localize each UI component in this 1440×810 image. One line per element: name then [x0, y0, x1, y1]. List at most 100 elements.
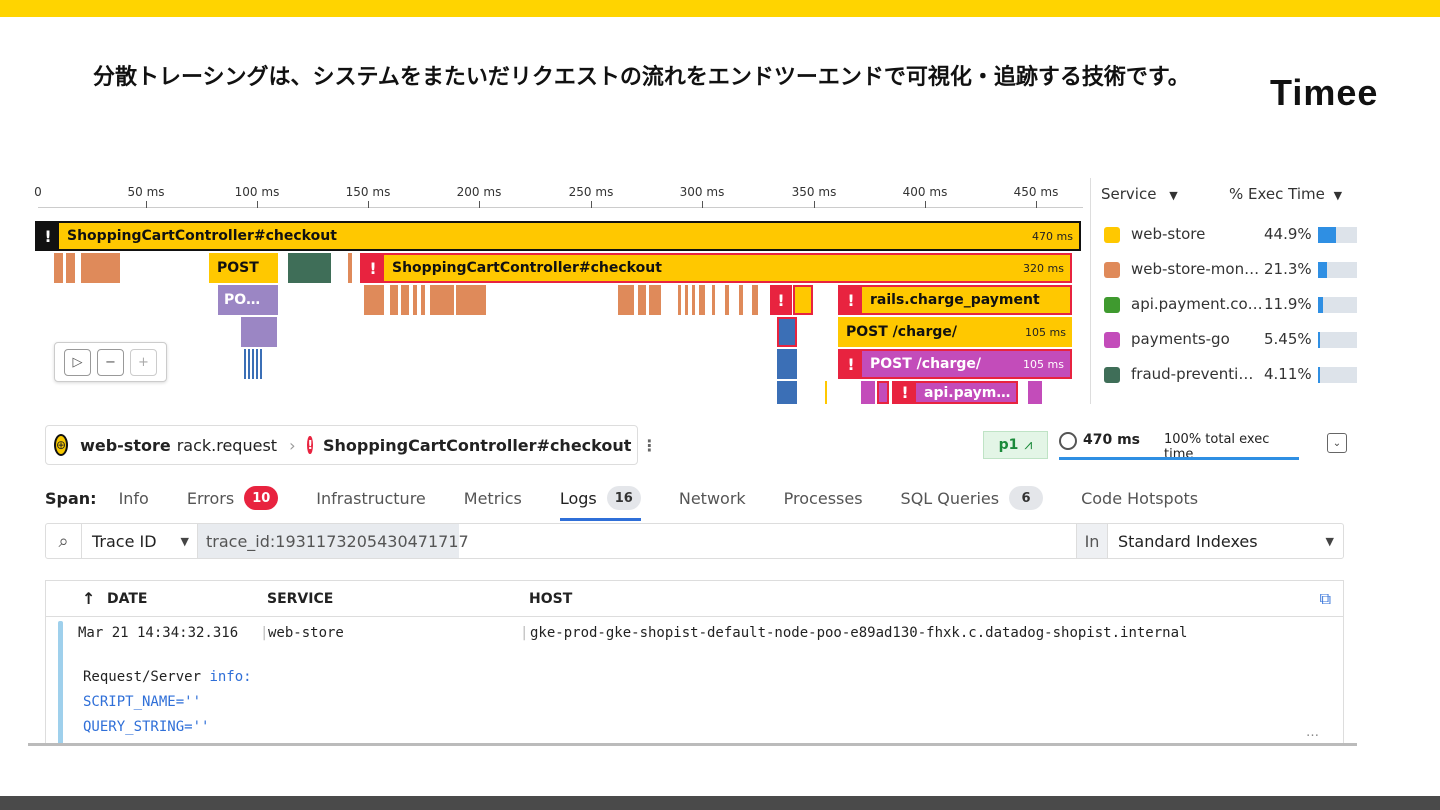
span-block[interactable]: [456, 285, 486, 315]
priority-badge[interactable]: p1⩘: [983, 431, 1048, 459]
span-block[interactable]: [777, 317, 797, 347]
span-duration: 105 ms: [1025, 325, 1066, 339]
tab-info[interactable]: Info: [119, 484, 149, 512]
span-block[interactable]: [81, 253, 120, 283]
span-checkout-child[interactable]: ! ShoppingCartController#checkout 320 ms: [360, 253, 1072, 283]
span-block[interactable]: [241, 317, 277, 347]
fit-view-icon[interactable]: ▷: [64, 348, 91, 376]
tick-label: 300 ms: [679, 185, 725, 199]
legend-row[interactable]: api.payment.co… 11.9%: [1091, 290, 1357, 320]
column-divider: |: [520, 625, 529, 641]
span-block[interactable]: [638, 285, 646, 315]
zoom-out-icon[interactable]: −: [97, 348, 124, 376]
span-block[interactable]: [66, 253, 75, 283]
tab-network[interactable]: Network: [679, 484, 746, 512]
span-block[interactable]: [390, 285, 398, 315]
legend-percent: 11.9%: [1264, 295, 1312, 313]
span-po[interactable]: PO…: [218, 285, 278, 315]
tab-processes[interactable]: Processes: [784, 484, 863, 512]
span-block[interactable]: [793, 285, 813, 315]
legend-row[interactable]: payments-go 5.45%: [1091, 325, 1357, 355]
span-block[interactable]: [260, 349, 262, 379]
span-block[interactable]: [777, 349, 797, 379]
legend-row[interactable]: web-store-mon… 21.3%: [1091, 255, 1357, 285]
span-block[interactable]: [618, 285, 634, 315]
span-block[interactable]: [401, 285, 409, 315]
span-post-charge[interactable]: POST /charge/ 105 ms: [838, 317, 1072, 347]
sort-up-icon[interactable]: ↑: [82, 589, 96, 608]
legend-swatch: [1104, 227, 1120, 243]
span-post[interactable]: POST: [209, 253, 278, 283]
span-block[interactable]: [649, 285, 661, 315]
tab-label: Logs: [559, 488, 597, 508]
span-block[interactable]: [288, 253, 331, 283]
span-block[interactable]: [861, 381, 875, 404]
span-root[interactable]: ! ShoppingCartController#checkout 470 ms: [35, 221, 1081, 251]
search-input[interactable]: trace_id:1931173205430471717: [198, 524, 469, 558]
tab-code-hotspots[interactable]: Code Hotspots: [1081, 484, 1198, 512]
alert-chart-icon: ⩘: [1024, 437, 1033, 453]
legend-percent: 44.9%: [1264, 225, 1312, 243]
tick-mark: [146, 201, 147, 208]
legend-exec-header[interactable]: % Exec Time ▼: [1229, 185, 1342, 203]
error-icon: !: [772, 287, 790, 313]
span-block[interactable]: [421, 285, 425, 315]
column-date[interactable]: DATE: [107, 591, 148, 607]
span-block[interactable]: [413, 285, 417, 315]
tab-label: Code Hotspots: [1081, 488, 1199, 508]
collapse-icon[interactable]: ⌄: [1327, 433, 1347, 453]
span-block[interactable]: [699, 285, 705, 315]
slide-heading: 分散トレーシングは、システムをまたいだリクエストの流れをエンドツーエンドで可視化…: [93, 65, 1190, 90]
legend-row[interactable]: web-store 44.9%: [1091, 220, 1357, 250]
span-block[interactable]: [678, 285, 681, 315]
span-error-small[interactable]: !: [770, 285, 792, 315]
span-api-payment[interactable]: ! api.paym…: [892, 381, 1018, 404]
span-post-charge-go[interactable]: ! POST /charge/ 105 ms: [838, 349, 1072, 379]
span-block[interactable]: [825, 381, 827, 404]
span-block[interactable]: [685, 285, 688, 315]
more-options-icon[interactable]: ⋮: [641, 435, 658, 455]
log-date: Mar 21 14:34:32.316: [78, 625, 239, 641]
search-icon[interactable]: ⌕: [46, 524, 82, 558]
span-breadcrumb[interactable]: ⊕ web-store rack.request › ! ShoppingCar…: [45, 425, 657, 465]
span-block[interactable]: [244, 349, 246, 379]
span-tabs-label: Span:: [45, 488, 97, 508]
span-block[interactable]: [348, 253, 352, 283]
span-charge-payment[interactable]: ! rails.charge_payment: [838, 285, 1072, 315]
span-block[interactable]: [877, 381, 889, 404]
zoom-controls: ▷ − +: [54, 342, 167, 382]
log-line: SCRIPT_NAME='': [83, 694, 202, 710]
span-block[interactable]: [252, 349, 254, 379]
span-block[interactable]: [777, 381, 797, 404]
legend-service-header[interactable]: Service ▼: [1101, 185, 1178, 203]
flame-graph[interactable]: 0 50 ms 100 ms 150 ms 200 ms 250 ms 300 …: [28, 178, 1088, 404]
span-block[interactable]: [256, 349, 258, 379]
zoom-in-icon[interactable]: +: [130, 348, 157, 376]
span-block[interactable]: [430, 285, 454, 315]
tab-metrics[interactable]: Metrics: [464, 484, 522, 512]
search-field-select[interactable]: Trace ID▼: [82, 524, 198, 558]
index-select[interactable]: Standard Indexes▼: [1108, 524, 1344, 558]
duration-summary: 470 ms 100% total exec time: [1059, 430, 1299, 462]
span-block[interactable]: [1028, 381, 1042, 404]
span-block[interactable]: [248, 349, 250, 379]
legend-service-name: fraud-preventi…: [1131, 365, 1254, 383]
span-block[interactable]: [364, 285, 384, 315]
bottom-bar: [0, 796, 1440, 810]
span-block[interactable]: [712, 285, 715, 315]
span-block[interactable]: [54, 253, 63, 283]
span-block[interactable]: [752, 285, 758, 315]
logs-table: ↑ DATE SERVICE HOST ⧉ Mar 21 14:34:32.31…: [45, 580, 1344, 743]
column-host[interactable]: HOST: [529, 591, 573, 607]
span-block[interactable]: [725, 285, 729, 315]
span-block[interactable]: [739, 285, 743, 315]
column-service[interactable]: SERVICE: [267, 591, 334, 607]
external-link-icon[interactable]: ⧉: [1319, 589, 1331, 608]
more-icon[interactable]: …: [1306, 725, 1319, 740]
span-block[interactable]: [692, 285, 695, 315]
legend-row[interactable]: fraud-preventi… 4.11%: [1091, 360, 1357, 390]
tab-infrastructure[interactable]: Infrastructure: [316, 484, 425, 512]
